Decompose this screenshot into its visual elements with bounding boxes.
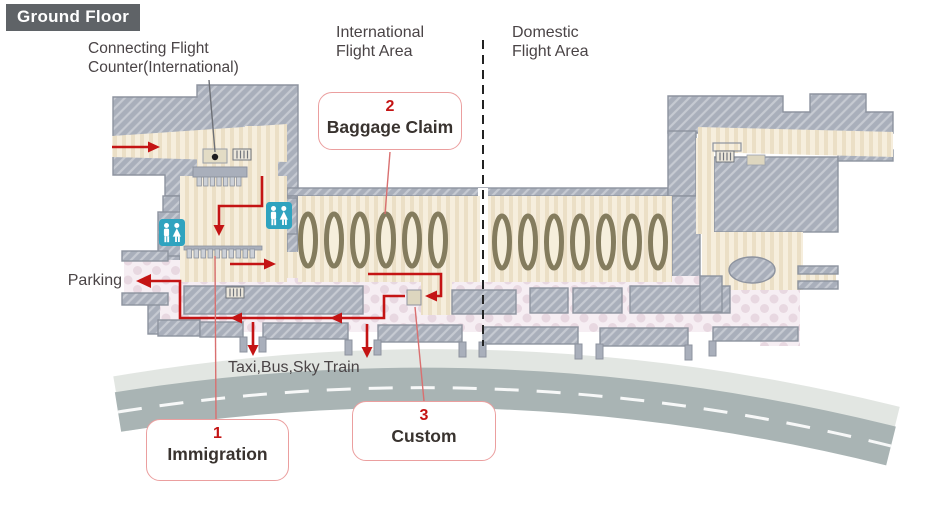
domestic-area-label-line2: Flight Area	[512, 43, 589, 60]
right-oval-structure	[728, 256, 776, 284]
baggage-belt	[544, 213, 564, 271]
customs-checkpoint	[406, 289, 422, 306]
connecting-counter-dot	[211, 153, 219, 161]
baggage-belts-domestic	[492, 213, 668, 271]
leader-immigration	[214, 255, 217, 420]
flow-to-parking	[148, 279, 405, 320]
immigration-counters-upper	[196, 176, 242, 187]
international-area-label: International Flight Area	[336, 23, 424, 61]
domestic-area-label: Domestic Flight Area	[512, 23, 588, 61]
escalator-icon	[715, 150, 735, 163]
baggage-belt	[428, 211, 448, 269]
baggage-belt	[298, 211, 318, 269]
road	[113, 349, 900, 466]
connecting-counter-label-line1: Connecting Flight	[88, 40, 209, 57]
right-arm-column	[667, 130, 697, 197]
flow-to-customs	[368, 272, 443, 298]
baggage-belt	[518, 213, 538, 271]
hall-top-wall	[286, 187, 669, 197]
transport-label: Taxi,Bus,Sky Train	[228, 359, 360, 376]
domestic-area-label-line1: Domestic	[512, 24, 579, 41]
connecting-counter-label-line2: Counter(International)	[88, 59, 239, 76]
baggage-belt	[376, 211, 396, 269]
parking-corridor-floor	[124, 260, 180, 294]
counter-wall-bar	[192, 166, 248, 178]
immigration-counters-lower	[186, 248, 255, 259]
restroom-icon	[159, 219, 185, 246]
international-area-label-line1: International	[336, 24, 425, 41]
restroom-icon	[266, 202, 292, 229]
right-arm-block	[713, 156, 839, 233]
leader-connecting-counter	[208, 79, 216, 153]
immigration-name: Immigration	[167, 444, 268, 464]
baggage-belt	[402, 211, 422, 269]
baggage-belts-international	[298, 211, 448, 269]
baggage-belt	[324, 211, 344, 269]
domestic-right-wall	[671, 195, 701, 283]
baggage-claim-name: Baggage Claim	[326, 117, 454, 137]
escalator-icon	[225, 286, 245, 299]
callout-baggage-claim: 2 Baggage Claim	[318, 92, 462, 150]
callout-leaders	[214, 151, 425, 420]
flow-arrowheads	[136, 141, 437, 358]
baggage-claim-number: 2	[385, 98, 395, 115]
exit-pillars	[239, 336, 717, 361]
road-center-line	[117, 386, 892, 448]
baggage-belt	[622, 213, 642, 271]
international-area-label-line2: Flight Area	[336, 43, 413, 60]
baggage-belt	[350, 211, 370, 269]
connecting-counter-label: Connecting Flight Counter(International)	[88, 39, 239, 77]
callout-immigration: 1 Immigration	[146, 419, 289, 481]
callout-custom: 3 Custom	[352, 401, 496, 461]
hall-passage-floor	[285, 252, 300, 278]
baggage-belt	[492, 213, 512, 271]
flow-to-immigration	[217, 176, 264, 227]
leader-baggage-claim	[384, 151, 391, 215]
parking-label: Parking	[67, 272, 122, 289]
right-vertical-corridor-floor	[696, 138, 714, 234]
right-exit-floor	[798, 274, 836, 281]
baggage-belt	[648, 213, 668, 271]
right-corridor-floor	[698, 127, 893, 157]
escalator-icon	[232, 148, 252, 161]
custom-number: 3	[419, 407, 429, 424]
immigration-number: 1	[213, 425, 222, 442]
flow-arrows	[112, 145, 443, 349]
custom-name: Custom	[391, 426, 457, 446]
floor-title-badge: Ground Floor	[6, 4, 141, 31]
baggage-belt	[596, 213, 616, 271]
baggage-belt	[570, 213, 590, 271]
leader-custom	[414, 306, 425, 402]
corridor-islands	[121, 250, 839, 347]
service-counter	[746, 154, 766, 166]
